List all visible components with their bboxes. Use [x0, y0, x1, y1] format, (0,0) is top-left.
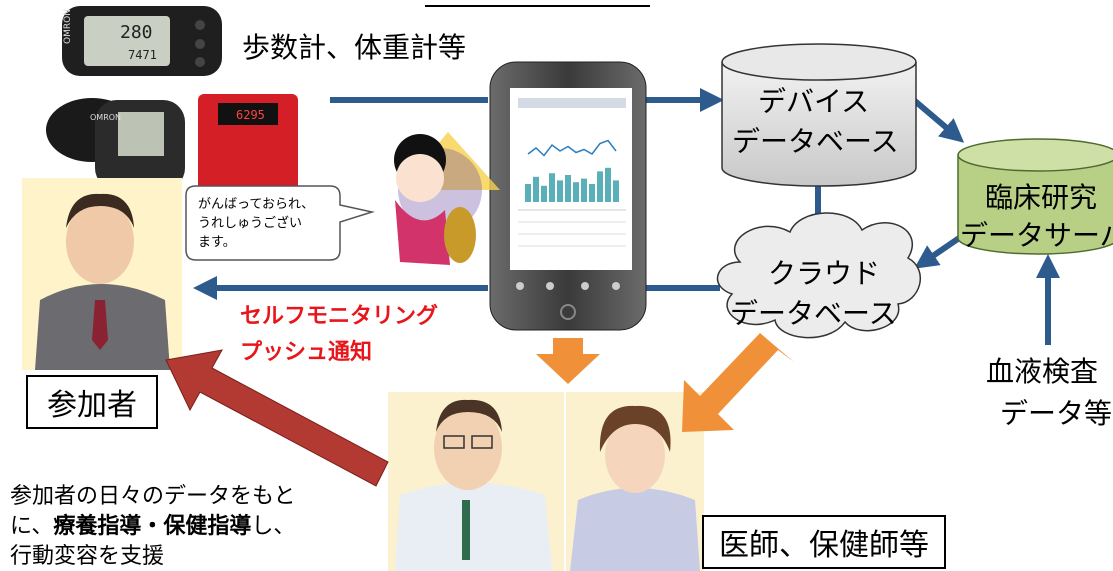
chart-bar: [549, 173, 555, 202]
device-database-cylinder: [721, 43, 917, 187]
participant-person: [22, 178, 182, 370]
device-db-label-2: データベース: [732, 125, 899, 158]
chart-bar: [557, 180, 563, 202]
support-text-line-2: に、療養指導・保健指導し、: [10, 508, 295, 540]
clinical-server-label-1: 臨床研究: [985, 181, 1098, 214]
doctor-label: 医師、保健師等: [702, 515, 946, 569]
push-label-line-1: セルフモニタリング: [240, 304, 439, 329]
svg-text:OMRON: OMRON: [90, 113, 121, 122]
participant-label: 参加者: [26, 375, 158, 429]
princess-character: [394, 132, 500, 265]
svg-text:OMRON: OMRON: [63, 9, 73, 44]
arrow-cloud-to-doctors: [682, 333, 794, 432]
cloud-db-label-1: クラウド: [768, 257, 881, 290]
nurse-female: [566, 392, 704, 571]
pedometer-device: OMRON 280 7471: [62, 6, 222, 76]
speech-bubble: [185, 185, 375, 261]
chart-bar: [525, 184, 531, 202]
devices-label: 歩数計、体重計等: [242, 31, 467, 64]
chart-bar: [533, 176, 539, 202]
body-composition-monitor: 6295: [198, 94, 298, 194]
chart-bar: [573, 182, 579, 202]
chart-bar: [581, 178, 587, 202]
chart-bar: [565, 175, 571, 202]
blood-test-label-2: データ等: [1000, 397, 1113, 430]
support-text-pre: に、: [10, 514, 54, 539]
speech-bubble-line-1: がんばっておられ、: [198, 197, 315, 212]
clinical-server-cylinder: [957, 138, 1113, 255]
red-device-display: 6295: [236, 108, 265, 122]
smartphone: [489, 61, 647, 331]
speech-bubble-line-2: うれしゅうござい: [198, 216, 303, 231]
pedometer-display-top: 280: [120, 22, 153, 43]
support-text-bold: 療養指導・保健指導: [53, 514, 252, 539]
chart-bar: [605, 167, 611, 202]
cloud-database-shape: [716, 212, 921, 339]
chart-bar: [541, 185, 547, 202]
device-db-label-1: デバイス: [758, 85, 870, 118]
phone-chart: [525, 139, 619, 202]
speech-bubble-line-3: ます。: [198, 235, 236, 250]
arrow-phone-to-doctors: [536, 338, 600, 384]
blood-pressure-monitor: OMRON: [46, 98, 185, 190]
support-text-line-1: 参加者の日々のデータをもと: [10, 484, 296, 509]
chart-line: [527, 139, 617, 157]
chart-bar: [597, 171, 603, 202]
support-text-post: し、: [251, 514, 296, 539]
chart-bar: [613, 180, 619, 202]
blood-test-label-1: 血液検査: [986, 355, 1099, 388]
doctor-male: [388, 392, 564, 571]
arrow-doctors-to-participant: [165, 349, 389, 487]
chart-bar: [589, 184, 595, 202]
cloud-db-label-2: データベース: [730, 297, 897, 330]
clinical-server-label-2: データサーバ: [960, 219, 1113, 252]
push-label-line-2: プッシュ通知: [240, 340, 373, 365]
support-text-line-3: 行動変容を支援: [10, 544, 165, 569]
pedometer-display-bottom: 7471: [128, 48, 157, 62]
